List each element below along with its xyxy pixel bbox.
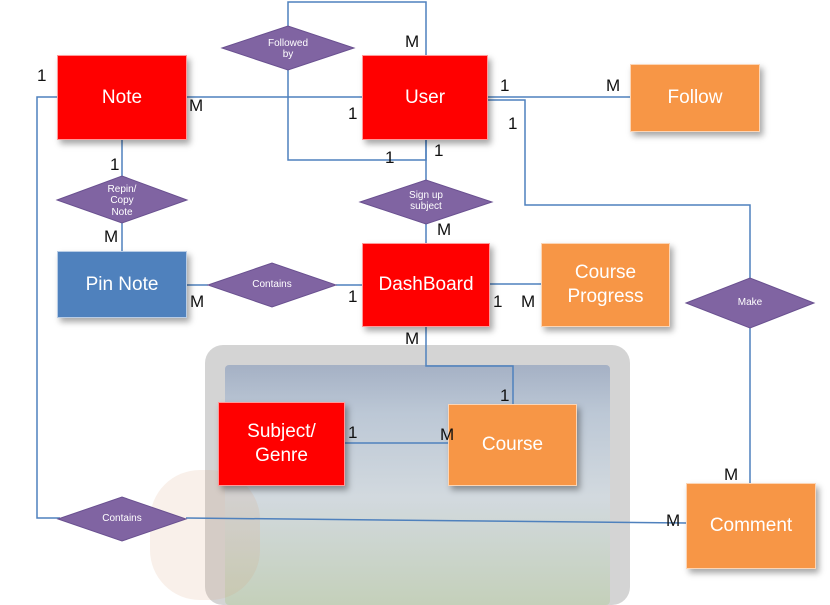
cardinality-note-m-right: M — [189, 96, 204, 115]
entity-course: Course — [448, 404, 577, 486]
cardinality-user-1-left: 1 — [348, 104, 358, 123]
cardinality-user-1-bottom-left: 1 — [385, 148, 395, 167]
background-hand — [150, 470, 260, 600]
connector-note-comment — [36, 96, 60, 519]
relationship-repin-label: Repin/ Copy Note — [107, 183, 137, 218]
cardinality-note-1-left: 1 — [37, 66, 47, 85]
cardinality-user-m-top: M — [405, 32, 420, 51]
cardinality-repin-m: M — [104, 227, 119, 246]
relationship-make-shape — [684, 277, 816, 329]
relationship-signup-label: Sign up subject — [409, 189, 443, 213]
relationship-contains-comment-label: Contains — [102, 513, 142, 525]
cardinality-follow-m: M — [606, 76, 621, 95]
entity-subject-genre: Subject/ Genre — [218, 402, 345, 486]
cardinality-user-1-bottom-right: 1 — [434, 141, 444, 160]
connector-dashboard-course — [425, 327, 514, 404]
relationship-followed-by-shape — [220, 25, 356, 71]
entity-user: User — [362, 55, 488, 140]
cardinality-subject-1: 1 — [348, 423, 358, 442]
relationship-contains-pin-label: Contains — [252, 279, 292, 291]
cardinality-comment-m-top: M — [724, 465, 739, 484]
cardinality-course-1-top: 1 — [500, 386, 510, 405]
cardinality-dash-1-right: 1 — [493, 292, 503, 311]
relationship-followed-by-label: Followed by — [267, 37, 309, 61]
connector-user-followedby-top — [287, 1, 427, 55]
cardinality-signup-m: M — [437, 220, 452, 239]
entity-note: Note — [57, 55, 187, 140]
entity-dashboard: DashBoard — [362, 243, 490, 327]
cardinality-course-m-left: M — [440, 425, 455, 444]
relationship-signup-shape — [358, 179, 494, 225]
entity-course-progress: Course Progress — [541, 243, 670, 327]
relationship-make-label: Make — [737, 297, 763, 309]
relationship-repin-shape — [55, 175, 189, 224]
cardinality-dash-m-bottom: M — [405, 329, 420, 348]
cardinality-pin-m: M — [190, 292, 205, 311]
relationship-contains-comment-shape — [56, 496, 188, 542]
entity-comment: Comment — [686, 483, 816, 569]
cardinality-note-1-bottom: 1 — [110, 155, 120, 174]
cardinality-dash-1-left: 1 — [348, 287, 358, 306]
cardinality-user-1-right: 1 — [500, 76, 510, 95]
relationship-contains-pin-shape — [206, 262, 338, 308]
entity-pin-note: Pin Note — [57, 251, 187, 318]
entity-follow: Follow — [630, 64, 760, 132]
cardinality-user-1-right-low: 1 — [508, 114, 518, 133]
connector-user-make — [488, 99, 751, 278]
cardinality-comment-m-left: M — [666, 511, 681, 530]
cardinality-progress-m: M — [521, 292, 536, 311]
connector-contains-comment — [185, 517, 687, 524]
